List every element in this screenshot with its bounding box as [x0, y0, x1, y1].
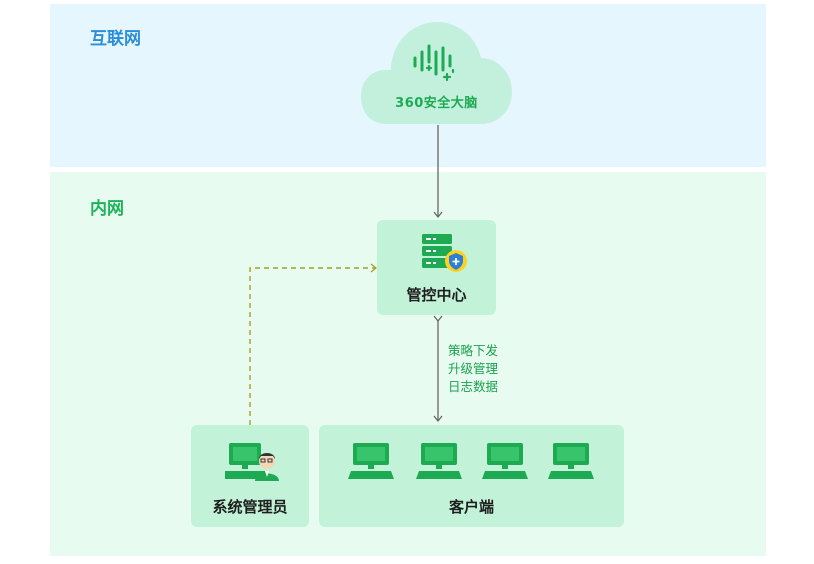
client-node: 客户端 — [319, 425, 624, 527]
computer-icon — [416, 443, 462, 479]
internet-zone-label: 互联网 — [90, 29, 141, 49]
admin-to-center-dashed-link — [249, 263, 378, 425]
admin-label: 系统管理员 — [212, 498, 288, 516]
upgrade-management-label: 升级管理 — [448, 361, 499, 376]
log-data-label: 日志数据 — [448, 379, 499, 394]
management-center-label: 管控中心 — [406, 286, 467, 304]
management-center-node: 管控中心 — [377, 220, 496, 315]
client-label: 客户端 — [448, 498, 494, 516]
360-brain-logo-icon — [413, 44, 455, 82]
policy-dispatch-label: 策略下发 — [448, 343, 499, 358]
admin-node: 系统管理员 — [191, 425, 309, 527]
brand-text: 360安全大脑 — [395, 96, 478, 111]
computer-icon — [482, 443, 528, 479]
security-brain-cloud: 360安全大脑 — [361, 16, 512, 126]
connection-labels: 策略下发 升级管理 日志数据 — [448, 342, 498, 396]
computer-icon — [548, 443, 594, 479]
intranet-zone-label: 内网 — [90, 199, 124, 219]
admin-computer-icon — [225, 443, 279, 481]
server-shield-icon — [422, 234, 467, 272]
computer-icon — [348, 443, 394, 479]
